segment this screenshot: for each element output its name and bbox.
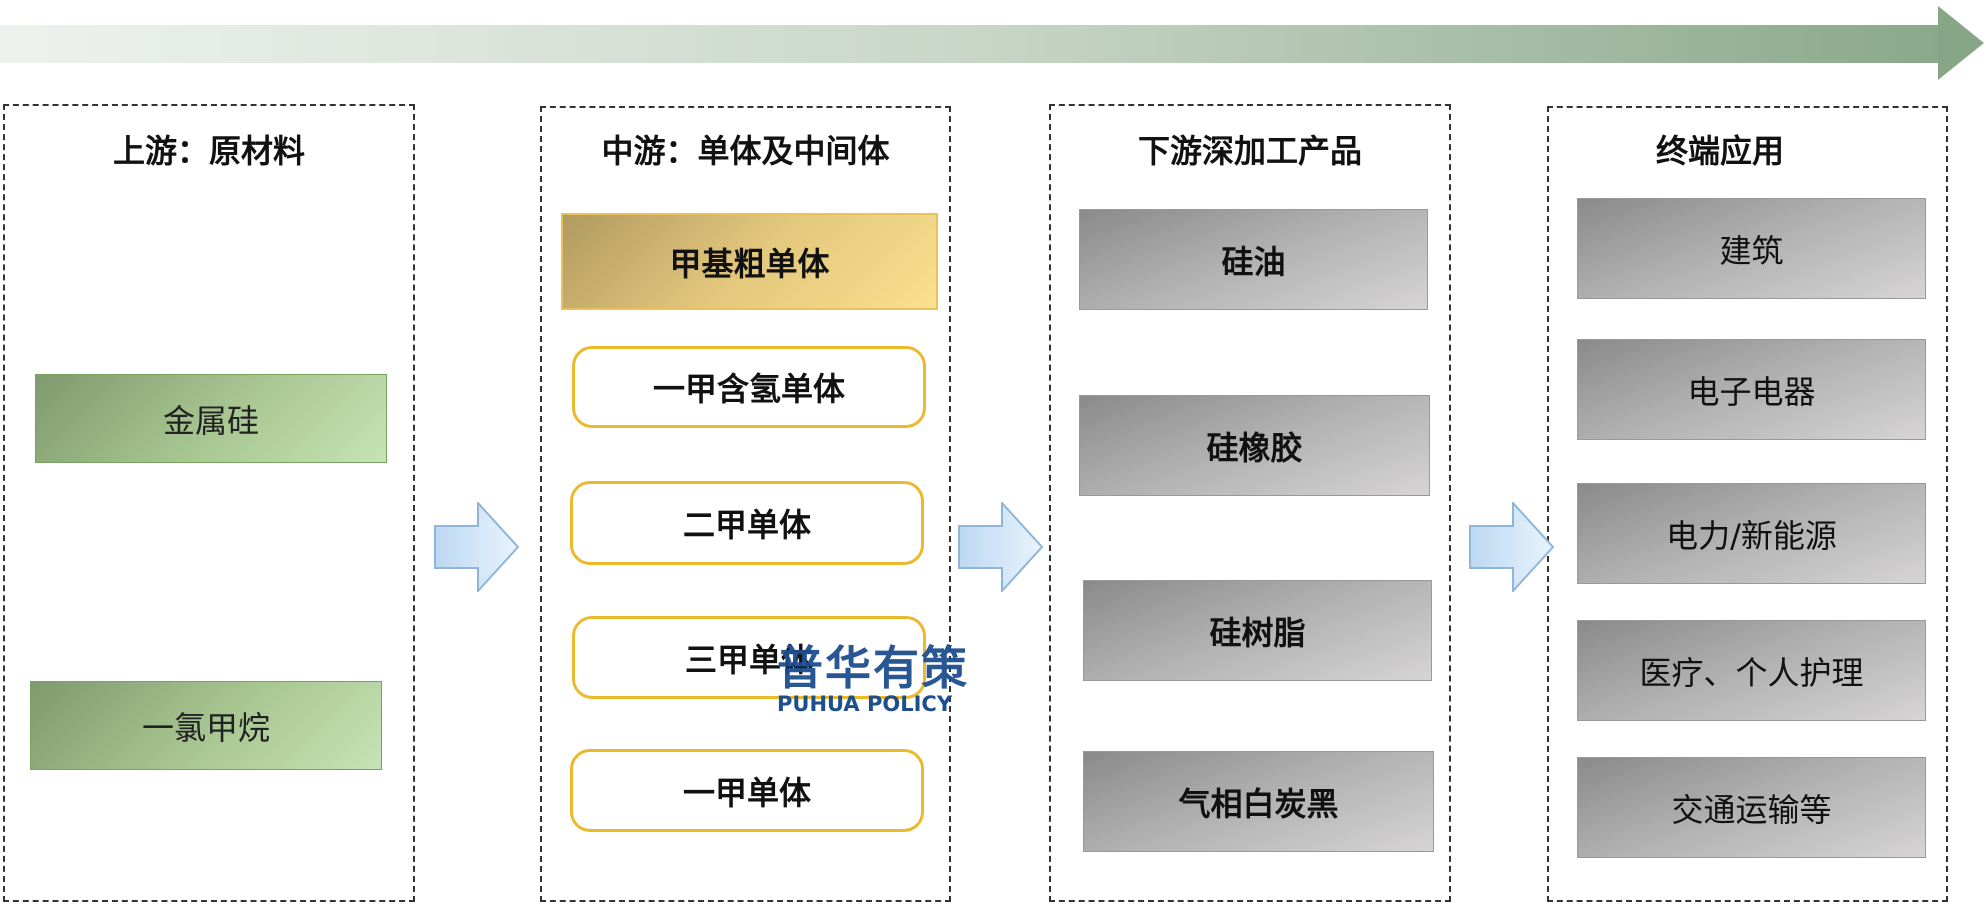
flow-arrow-bar (0, 25, 1940, 63)
item-silicone-resin: 硅树脂 (1083, 580, 1432, 681)
item-construction: 建筑 (1577, 198, 1926, 299)
item-chloromethane: 一氯甲烷 (30, 681, 382, 770)
item-methyl-crude-monomer: 甲基粗单体 (561, 213, 938, 310)
item-fumed-silica: 气相白炭黑 (1083, 751, 1434, 852)
watermark-logo-en: PUHUA POLICY (777, 692, 953, 716)
watermark-logo-cn: 普华有策 (777, 641, 969, 695)
right-arrow-icon (1469, 502, 1555, 592)
right-arrow-icon (958, 502, 1044, 592)
item-methyl-hydrogen-monomer: 一甲含氢单体 (572, 346, 926, 428)
item-dimethyl-monomer: 二甲单体 (570, 481, 924, 565)
item-silicone-oil: 硅油 (1079, 209, 1428, 310)
column-end-use (1547, 106, 1948, 902)
column-title-upstream: 上游：原材料 (112, 132, 305, 170)
column-upstream (3, 104, 415, 902)
item-trimethyl-monomer: 三甲单体 (572, 616, 926, 699)
item-transportation: 交通运输等 (1577, 757, 1926, 858)
column-downstream (1049, 104, 1451, 902)
right-arrow-icon (434, 502, 520, 592)
column-title-downstream: 下游深加工产品 (1137, 132, 1362, 170)
column-title-end-use: 终端应用 (1655, 132, 1784, 170)
column-midstream (540, 106, 951, 902)
flow-arrow-head-icon (1938, 6, 1984, 80)
column-title-midstream: 中游：单体及中间体 (601, 132, 890, 170)
item-monomethyl-monomer: 一甲单体 (570, 749, 924, 832)
item-electronics: 电子电器 (1577, 339, 1926, 440)
item-silicone-rubber: 硅橡胶 (1079, 395, 1430, 496)
item-medical-personal-care: 医疗、个人护理 (1577, 620, 1926, 721)
item-metal-silicon: 金属硅 (35, 374, 387, 463)
item-power-new-energy: 电力/新能源 (1577, 483, 1926, 584)
